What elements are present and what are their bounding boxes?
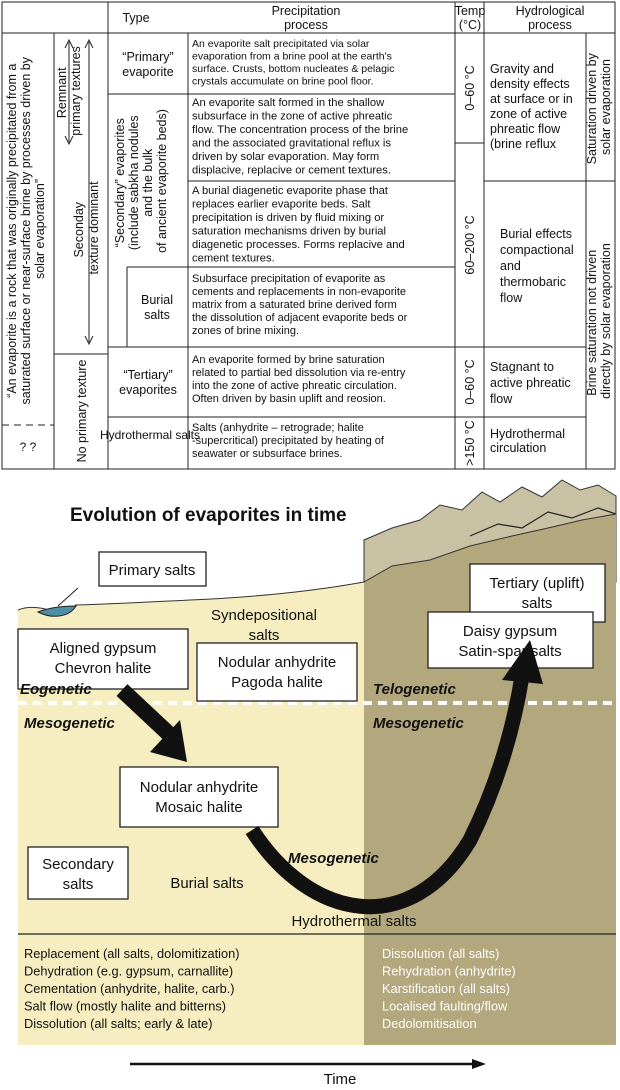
hydro-burial: Burial effects compactional and thermoba… — [500, 227, 577, 305]
process-tertiary: An evaporite formed by brine saturation … — [192, 354, 408, 405]
label-mesogenetic-left: Mesogenetic — [24, 715, 116, 732]
label-eogenetic: Eogenetic — [20, 681, 92, 698]
box-primary-salts: Primary salts — [109, 562, 196, 579]
type-secondary: “Secondary” evaporites (include sabkha n… — [113, 109, 169, 253]
hydro-stagnant: Stagnant to active phreatic flow — [490, 360, 574, 406]
evaporite-table — [1, 1, 616, 470]
texture-secondary: Seconday texture dominant — [72, 181, 101, 275]
time-label: Time — [324, 1071, 357, 1088]
label-hydrothermal-salts: Hydrothermal salts — [291, 913, 416, 930]
brine-pool — [36, 605, 77, 617]
temp-hydrothermal: >150 °C — [463, 420, 477, 466]
processes-right: Dissolution (all salts) Rehydration (anh… — [382, 946, 519, 1031]
processes-left: Replacement (all salts, dolomitization) … — [24, 946, 243, 1031]
mountain-ridge — [469, 507, 617, 537]
header-type: Type — [122, 11, 149, 25]
evaporite-definition: “An evaporite is a rock that was origina… — [5, 54, 47, 405]
process-hydrothermal: Salts (anhydrite – retrograde; halite -s… — [192, 422, 387, 460]
hydro-hydrothermal: Hydrothermal circulation — [490, 427, 569, 455]
label-mesogenetic-arrow: Mesogenetic — [288, 850, 380, 867]
type-tertiary: “Tertiary”evaporites — [119, 368, 177, 397]
saturation-solar: Saturation driven by solar evaporation — [585, 50, 613, 165]
type-primary: “Primary”evaporite — [122, 50, 173, 79]
header-temp: Temp(°C) — [455, 4, 486, 32]
label-telogenetic: Telogenetic — [373, 681, 456, 698]
temp-tertiary: 0–60 °C — [463, 359, 477, 404]
unknown-marks: ? ? — [20, 440, 37, 454]
saturation-not-solar: Brine saturation not driven directly by … — [585, 243, 613, 399]
diagram-title: Evolution of evaporites in time — [70, 505, 347, 526]
texture-none: No primary texture — [75, 360, 89, 463]
process-secondary-burial: A burial diagenetic evaporite phase that… — [192, 185, 408, 265]
texture-remnant: Remnant primary textures — [55, 46, 83, 136]
label-mesogenetic-right: Mesogenetic — [373, 715, 465, 732]
time-arrow — [130, 1059, 486, 1069]
process-secondary-shallow: An evaporite salt formed in the shallow … — [192, 97, 411, 177]
label-burial-salts: Burial salts — [170, 875, 243, 892]
type-hydrothermal: Hydrothermal salts — [100, 428, 200, 442]
process-burial: Subsurface precipitation of evaporite as… — [192, 273, 410, 337]
box-tertiary-salts: Tertiary (uplift)salts — [489, 575, 584, 612]
salt-boxes — [17, 551, 606, 900]
temp-secondary: 60–200 °C — [463, 215, 477, 274]
process-primary: An evaporite salt precipitated via solar… — [192, 38, 397, 88]
temp-primary: 0–60 °C — [463, 65, 477, 110]
hydro-reflux: Gravity and density effects at surface o… — [490, 62, 576, 151]
evolution-arrows — [116, 640, 543, 915]
